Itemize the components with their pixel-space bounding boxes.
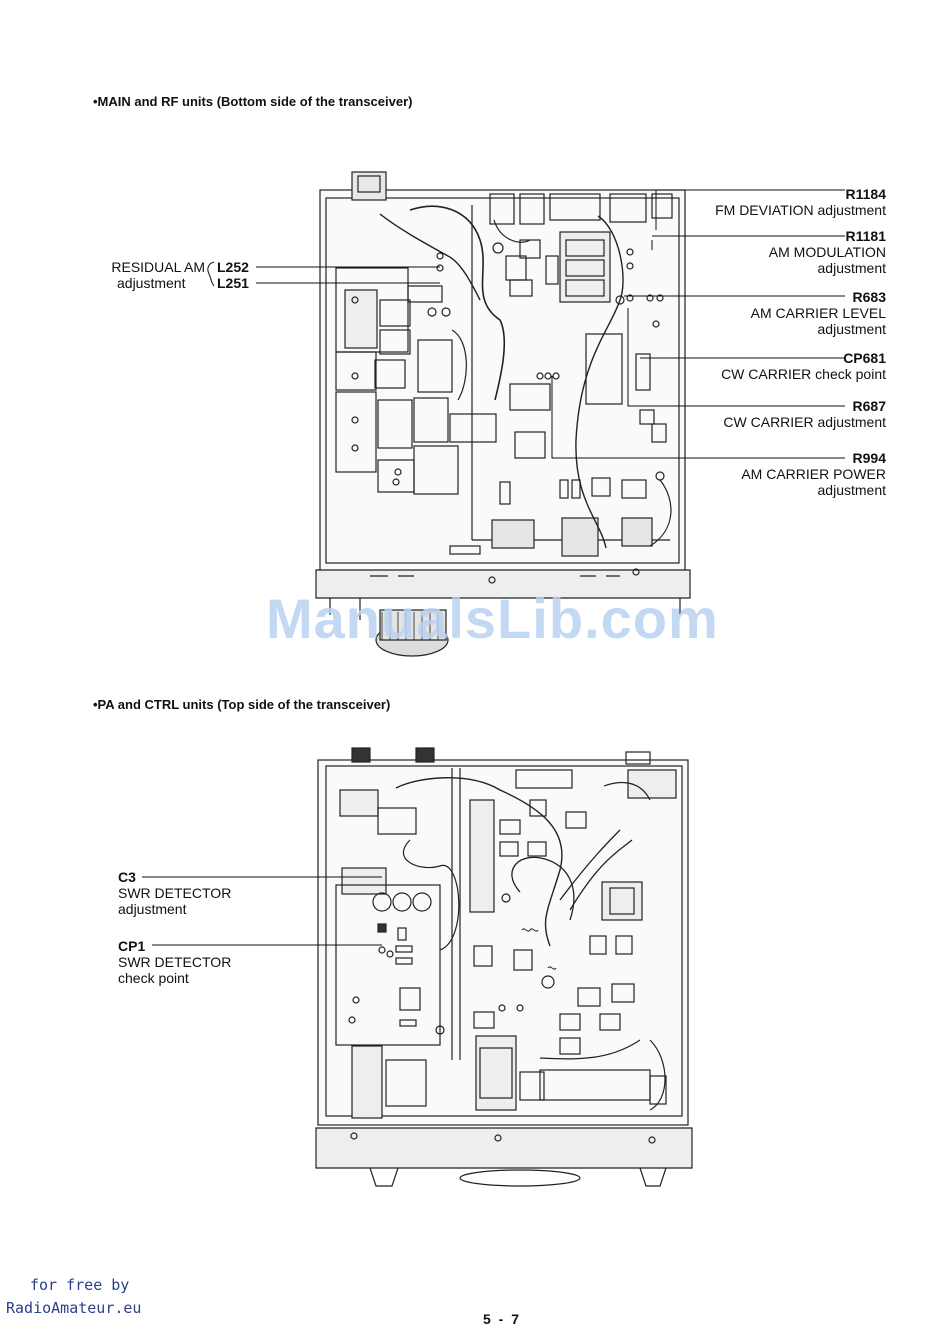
- r994-desc-line1: AM CARRIER POWER: [741, 466, 886, 482]
- r683-desc-line2: adjustment: [817, 321, 886, 337]
- c3-desc-line2: adjustment: [118, 901, 187, 917]
- r687-ref: R687: [852, 398, 886, 414]
- callout-l252: L252: [217, 259, 249, 275]
- cp1-desc-line2: check point: [118, 970, 189, 986]
- footer-free-line2: RadioAmateur.eu: [6, 1299, 142, 1317]
- l252-ref: L252: [217, 259, 249, 275]
- callout-cp681: CP681 CW CARRIER check point: [630, 350, 886, 382]
- l251-ref: L251: [217, 275, 249, 291]
- residual-am-label: RESIDUAL AM adjustment: [100, 259, 205, 291]
- residual-am-line1: RESIDUAL AM: [111, 259, 205, 275]
- section-title-main-rf: •MAIN and RF units (Bottom side of the t…: [93, 94, 413, 109]
- page-number: 5 - 7: [483, 1311, 522, 1327]
- r1184-ref: R1184: [845, 186, 886, 202]
- c3-ref: C3: [118, 869, 136, 885]
- r687-desc: CW CARRIER adjustment: [723, 414, 886, 430]
- cp1-ref: CP1: [118, 938, 146, 954]
- cp1-desc-line1: SWR DETECTOR: [118, 954, 232, 970]
- watermark-text: ManualsLib.com: [266, 587, 719, 650]
- callout-l251: L251: [217, 275, 249, 291]
- residual-am-line2: adjustment: [117, 275, 186, 291]
- footer-free-line1: for free by: [30, 1276, 130, 1294]
- r1181-desc-line1: AM MODULATION: [768, 244, 886, 260]
- callout-r683: R683 AM CARRIER LEVEL adjustment: [630, 289, 886, 337]
- r683-ref: R683: [852, 289, 886, 305]
- cp681-ref: CP681: [843, 350, 886, 366]
- r1181-ref: R1181: [845, 228, 886, 244]
- r683-desc-line1: AM CARRIER LEVEL: [750, 305, 886, 321]
- callout-r687: R687 CW CARRIER adjustment: [630, 398, 886, 430]
- callout-r1181: R1181 AM MODULATION adjustment: [630, 228, 886, 276]
- callout-c3: C3 SWR DETECTOR adjustment: [118, 869, 288, 917]
- r1181-desc-line2: adjustment: [817, 260, 886, 276]
- r994-desc-line2: adjustment: [817, 482, 886, 498]
- callout-r994: R994 AM CARRIER POWER adjustment: [630, 450, 886, 498]
- c3-desc-line1: SWR DETECTOR: [118, 885, 232, 901]
- section-title-pa-ctrl: •PA and CTRL units (Top side of the tran…: [93, 697, 391, 712]
- r994-ref: R994: [852, 450, 886, 466]
- cp681-desc: CW CARRIER check point: [721, 366, 886, 382]
- callout-cp1: CP1 SWR DETECTOR check point: [118, 938, 288, 986]
- r1184-desc: FM DEVIATION adjustment: [715, 202, 886, 218]
- callout-r1184: R1184 FM DEVIATION adjustment: [630, 186, 886, 218]
